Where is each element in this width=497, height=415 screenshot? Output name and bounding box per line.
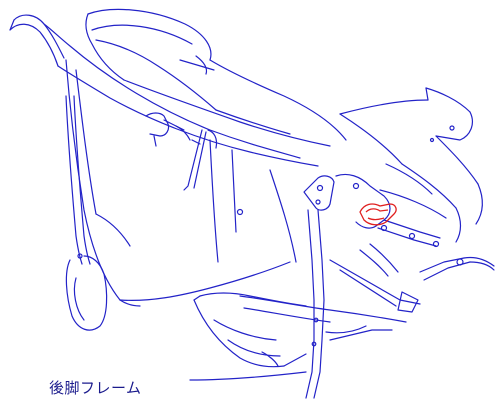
side-bracket	[145, 112, 218, 191]
side-strap	[65, 95, 108, 331]
canopy	[85, 8, 347, 147]
rear-leg-frame	[305, 209, 325, 399]
leg-rest	[339, 87, 483, 243]
push-handle	[9, 14, 319, 167]
basket	[193, 292, 393, 368]
fold-hinge	[303, 173, 441, 248]
rear-leg-frame-label: 後脚フレーム	[49, 379, 142, 397]
seat-body	[65, 59, 297, 307]
front-frame	[239, 243, 495, 323]
callout-leader-line	[189, 371, 307, 381]
release-button-icon	[359, 203, 397, 226]
